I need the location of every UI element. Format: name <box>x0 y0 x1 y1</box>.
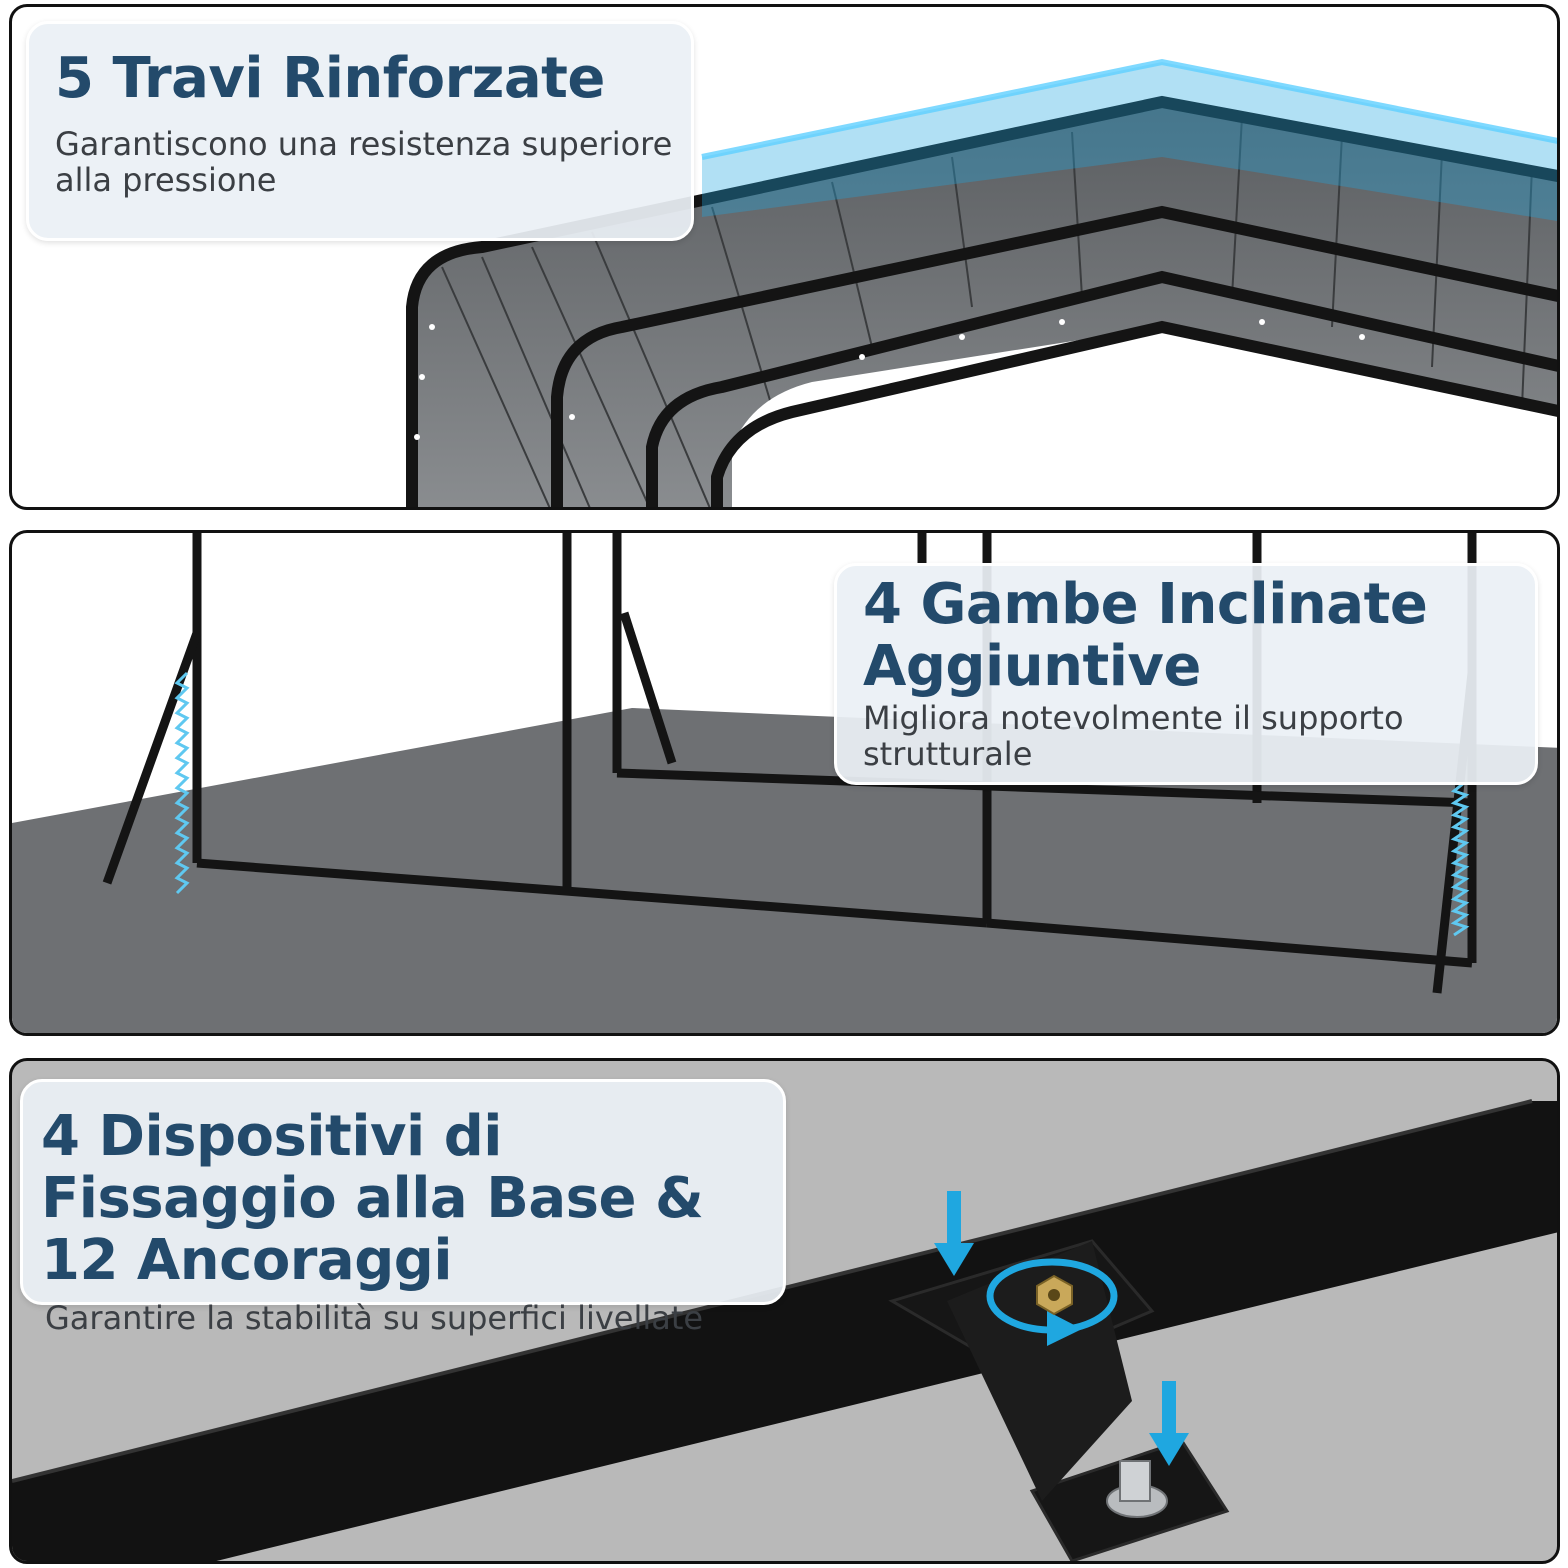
card-title: 4 Gambe Inclinate Aggiuntive <box>863 572 1428 699</box>
panel-inclined-legs: 4 Gambe Inclinate Aggiuntive Migliora no… <box>9 530 1560 1036</box>
card-title: 5 Travi Rinforzate <box>55 46 605 111</box>
spring-icon <box>174 671 1470 937</box>
card-title: 4 Dispositivi di Fissaggio alla Base & 1… <box>41 1104 704 1293</box>
base-bracket-illustration <box>12 1099 1557 1561</box>
carport-roof-illustration <box>406 58 1557 507</box>
card-subtitle: Garantire la stabilità su superfici live… <box>45 1299 704 1337</box>
nut-icon <box>1036 1274 1073 1316</box>
carport-legs-illustration <box>12 533 1557 1033</box>
rotate-arrow-head <box>1047 1311 1082 1346</box>
card-subtitle: Migliora notevolmente il supporto strutt… <box>863 699 1404 773</box>
card-subtitle: Garantiscono una resistenza superiore al… <box>55 125 673 199</box>
info-card-beams: 5 Travi Rinforzate Garantiscono una resi… <box>26 21 694 241</box>
panel-reinforced-beams: 5 Travi Rinforzate Garantiscono una resi… <box>9 4 1560 510</box>
arrow-down-icon <box>934 1191 1189 1466</box>
bolt-icon <box>1106 1460 1168 1518</box>
panel-base-fixing: 4 Dispositivi di Fissaggio alla Base & 1… <box>9 1058 1560 1564</box>
info-card-fixing: 4 Dispositivi di Fissaggio alla Base & 1… <box>20 1079 786 1336</box>
info-card-legs: 4 Gambe Inclinate Aggiuntive Migliora no… <box>834 563 1538 785</box>
